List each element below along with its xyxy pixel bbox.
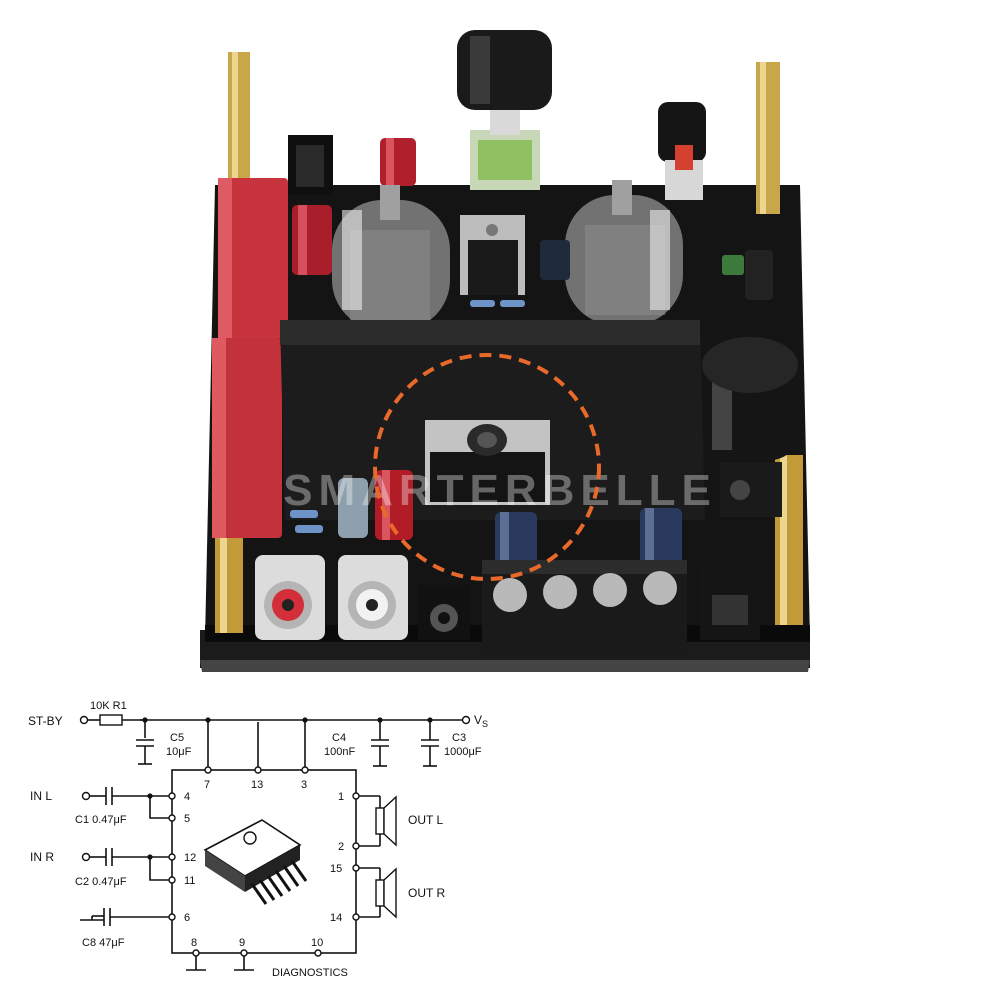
c5-name: C5 (170, 732, 184, 744)
c4-value: 100nF (324, 746, 355, 758)
speaker-right-icon (375, 867, 397, 919)
output-caps (495, 508, 682, 572)
regulator-top (460, 215, 525, 295)
c1-label: C1 0.47μF (75, 814, 127, 826)
dc-power-jack (700, 565, 760, 640)
power-switch (658, 102, 706, 200)
amplifier-ic (425, 420, 550, 505)
pin-14: 14 (330, 912, 342, 924)
vs-label: VS (474, 713, 488, 729)
input-caps (338, 470, 413, 540)
resistors (290, 300, 525, 533)
watermark-text: SMARTERBELLE (283, 466, 717, 515)
pin-7: 7 (204, 779, 210, 791)
c3-value: 1000μF (444, 746, 482, 758)
pin-12: 12 (184, 852, 196, 864)
pin-15: 15 (330, 863, 342, 875)
small-black-caps (540, 240, 773, 300)
pin-10: 10 (311, 937, 323, 949)
pin-3: 3 (301, 779, 307, 791)
pin-9: 9 (239, 937, 245, 949)
brass-standoffs (215, 52, 803, 633)
ic-package-icon (203, 819, 308, 905)
red-electrolytic-caps (292, 138, 416, 275)
diagnostics-label: DIAGNOSTICS (272, 967, 348, 979)
vacuum-tube-left (332, 185, 450, 330)
pin-4: 4 (184, 791, 190, 803)
c5-value: 10μF (166, 746, 192, 758)
out-l-label: OUT L (408, 813, 443, 827)
amplifier-board-photo: SMARTERBELLE (200, 30, 810, 672)
rear-jack (288, 135, 333, 195)
volume-potentiometer (457, 30, 552, 190)
pin-8: 8 (191, 937, 197, 949)
pin-11: 11 (184, 875, 195, 887)
circuit-schematic: VS ST-BY 10K R1 C5 10μF 7 13 3 C4 100nF … (28, 700, 488, 979)
ic-body (171, 769, 357, 954)
r1-label: 10K R1 (90, 700, 127, 712)
c8-label: C8 47μF (82, 937, 125, 949)
aux-jack (418, 585, 470, 640)
c3-name: C3 (452, 732, 466, 744)
red-box-capacitors (212, 178, 288, 538)
c2-label: C2 0.47μF (75, 876, 127, 888)
out-r-label: OUT R (408, 886, 445, 900)
pin-1: 1 (338, 791, 344, 803)
resistor-r1 (99, 714, 123, 726)
power-terminal (720, 462, 782, 517)
c4-name: C4 (332, 732, 346, 744)
pin-2: 2 (338, 841, 344, 853)
large-filter-capacitor (700, 337, 800, 460)
highlight-circle (373, 353, 601, 581)
pin-6: 6 (184, 912, 190, 924)
rca-jacks (255, 555, 408, 640)
st-by-label: ST-BY (28, 714, 63, 728)
in-r-label: IN R (30, 850, 54, 864)
pin-13: 13 (251, 779, 263, 791)
speaker-left-icon (375, 795, 397, 847)
pin-5: 5 (184, 813, 190, 825)
in-l-label: IN L (30, 789, 52, 803)
vacuum-tube-right (565, 180, 683, 325)
